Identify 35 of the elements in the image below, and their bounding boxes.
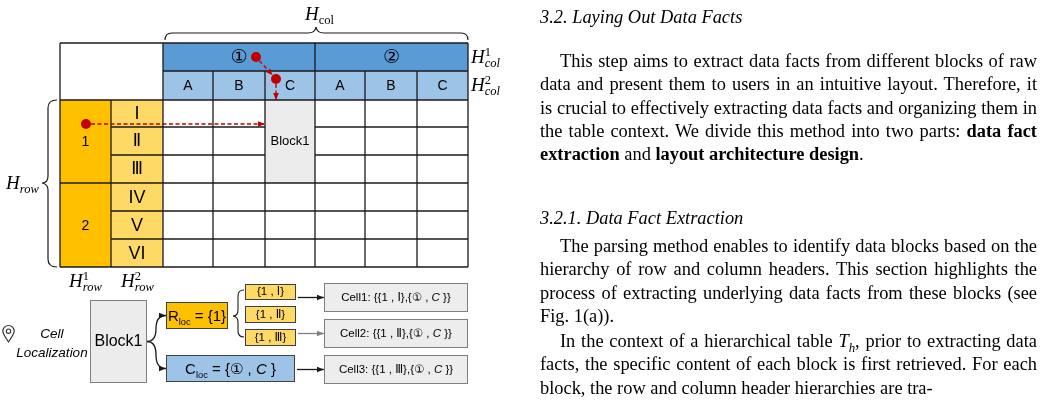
arrow (297, 330, 325, 337)
body-paragraph: In the context of a hierarchical table T$_{h}$, prior to extracting data facts, the specific content of each block is first retrieved. For each block, the row and column header hierarchies are tra- (540, 330, 1037, 400)
dashed-arrow (90, 121, 266, 127)
subsection-heading: 3.2.1. Data Fact Extraction (540, 207, 744, 229)
section-heading: 3.2. Laying Out Data Facts (540, 6, 743, 28)
step-label: Cell Localization (15, 325, 89, 362)
arrow (146, 340, 167, 371)
cell-result-box: Cell3: {{1 , Ⅲ},{① , C }} (324, 355, 468, 384)
column-group-header (163, 43, 315, 71)
header-level-label: H$_{col}$ (305, 3, 335, 25)
data-block: Block1 (265, 100, 315, 183)
cell-result-box: Cell1: {{1 , Ⅰ},{① , C }} (324, 283, 468, 312)
row-group-header: 2 (60, 183, 111, 267)
header-label: ① (230, 46, 248, 68)
header-level-label: H$_{row}$ (6, 172, 39, 194)
dashed-arrow (273, 83, 279, 101)
column-location-box: C$_{loc}$ = {① , C } (166, 355, 295, 382)
row-key-box: {1 , Ⅲ} (245, 329, 296, 346)
header-label: 1 (81, 133, 90, 150)
row-location-box: R$_{loc}$ = {1} (166, 302, 228, 329)
dot-icon (81, 119, 91, 129)
column-group-header: ② (315, 43, 468, 71)
dot-icon (271, 74, 281, 84)
arrow (297, 294, 325, 301)
header-label: C (284, 77, 296, 94)
body-paragraph: This step aims to extract data facts from different blocks of raw data and present them to users in an intuitive layout. Therefore, it is crucial to effectively extracting data facts and organizing them in the table context. We divide this method into two parts: data fact extraction and layout architecture design. (540, 50, 1037, 167)
row-key-box: {1 , Ⅰ} (245, 284, 296, 300)
arrow (146, 313, 167, 343)
block-box: Block1 (90, 300, 147, 383)
cell-result-box: Cell2: {{1 , Ⅱ},{① , C }} (324, 319, 468, 348)
arrow (296, 366, 325, 373)
dashed-arrow (258, 60, 274, 76)
body-paragraph: The parsing method enables to identify data blocks based on the hierarchy of row and column headers. This section highlights the process of extracting underlying data facts from these blocks (see Fig. 1(a)). (540, 235, 1037, 328)
dot-icon (251, 52, 261, 62)
row-key-box: {1 , Ⅱ} (245, 306, 296, 323)
